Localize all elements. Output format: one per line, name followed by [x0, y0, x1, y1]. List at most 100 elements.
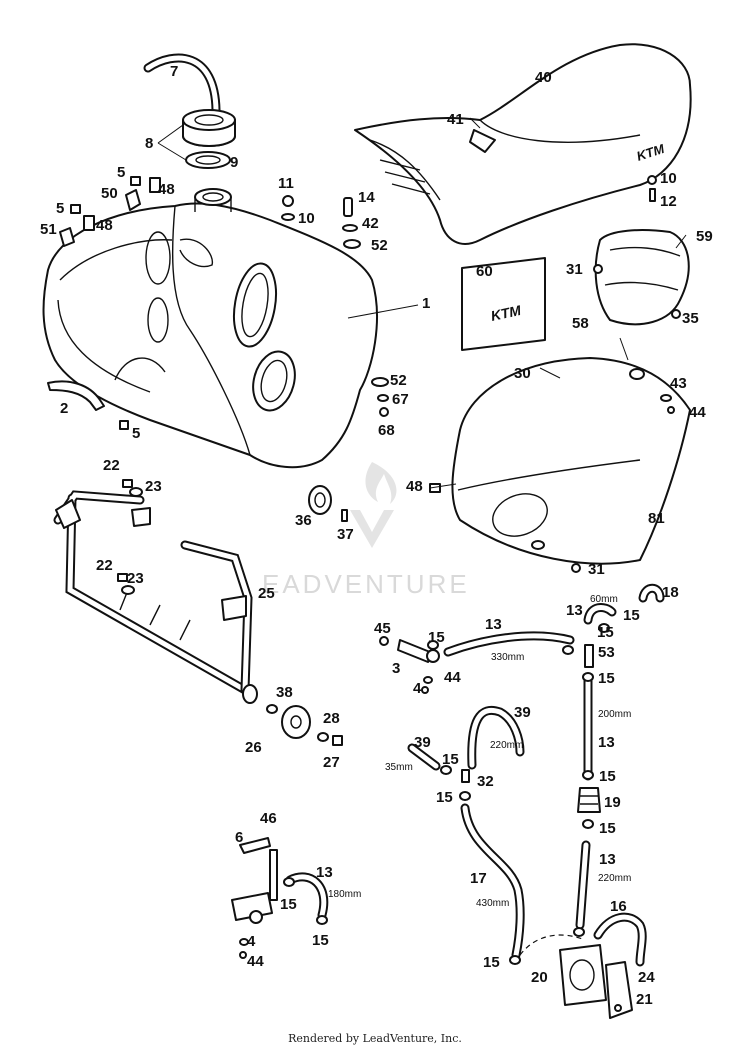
bolt-22 — [122, 479, 133, 488]
callout-13: 13 — [598, 734, 615, 751]
callout-10: 10 — [298, 210, 315, 227]
callout-5: 5 — [117, 164, 125, 181]
callout-23: 23 — [145, 478, 162, 495]
washer-10 — [647, 175, 657, 185]
callout-15: 15 — [442, 751, 459, 768]
washer-23b — [121, 585, 135, 595]
watermark-text: EADVENTURE — [262, 569, 470, 599]
callout-12: 12 — [660, 193, 677, 210]
dim-180mm: 180mm — [328, 889, 361, 900]
callout-11: 11 — [278, 175, 294, 192]
callout-15: 15 — [428, 629, 445, 646]
callout-19: 19 — [604, 794, 621, 811]
callout-6: 6 — [235, 829, 243, 846]
dimension-labels: 60mm 330mm 200mm 220mm 35mm 220mm 180mm … — [328, 594, 631, 909]
leader-lines — [157, 117, 687, 489]
callout-4: 4 — [247, 933, 256, 950]
callout-52: 52 — [390, 372, 407, 389]
hose-clamps — [283, 623, 610, 965]
callout-14: 14 — [358, 189, 375, 206]
callout-5: 5 — [56, 200, 64, 217]
callout-16: 16 — [610, 898, 627, 915]
fuel-tap — [379, 636, 440, 694]
fuel-tank — [42, 188, 378, 469]
nut-44 — [667, 406, 675, 414]
callout-37: 37 — [337, 526, 354, 543]
callout-50: 50 — [101, 185, 118, 202]
bolt-37 — [341, 509, 348, 522]
callout-2: 2 — [60, 400, 68, 417]
t-piece-32 — [461, 769, 470, 783]
callout-36: 36 — [295, 512, 312, 529]
callout-31: 31 — [588, 561, 605, 578]
callout-22: 22 — [103, 457, 120, 474]
callout-32: 32 — [477, 773, 494, 790]
bolt-5 — [119, 420, 129, 430]
decal: KTM — [461, 257, 546, 351]
callouts: 7 40 41 8 9 5 50 48 11 14 10 12 5 51 48 … — [40, 63, 713, 1008]
callout-15: 15 — [599, 820, 616, 837]
callout-15: 15 — [483, 954, 500, 971]
callout-21: 21 — [636, 991, 653, 1008]
washer-67 — [377, 394, 389, 402]
dim-60mm: 60mm — [590, 594, 618, 605]
dim-220mm-upper: 220mm — [490, 740, 523, 751]
callout-51: 51 — [40, 221, 57, 238]
callout-48: 48 — [406, 478, 423, 495]
seat: KTM — [354, 43, 692, 245]
callout-59: 59 — [696, 228, 713, 245]
callout-53: 53 — [598, 644, 615, 661]
callout-41: 41 — [447, 111, 464, 128]
callout-25: 25 — [258, 585, 275, 602]
callout-35: 35 — [682, 310, 699, 327]
bolt-12 — [649, 188, 656, 202]
callout-15: 15 — [599, 768, 616, 785]
callout-30: 30 — [514, 365, 531, 382]
callout-15: 15 — [598, 670, 615, 687]
fuel-pump — [519, 934, 633, 1019]
callout-13: 13 — [566, 602, 583, 619]
callout-9: 9 — [230, 154, 238, 171]
callout-46: 46 — [260, 810, 277, 827]
callout-15: 15 — [597, 624, 614, 641]
callout-13: 13 — [599, 851, 616, 868]
callout-27: 27 — [323, 754, 340, 771]
callout-81: 81 — [648, 510, 665, 527]
callout-58: 58 — [572, 315, 589, 332]
decal-logo: KTM — [489, 302, 522, 324]
callout-52: 52 — [371, 237, 388, 254]
dim-430mm: 430mm — [476, 898, 509, 909]
callout-67: 67 — [392, 391, 409, 408]
callout-39: 39 — [414, 734, 431, 751]
callout-15: 15 — [312, 932, 329, 949]
bolt-22b — [117, 573, 128, 582]
breather-hose-7 — [143, 53, 221, 115]
washer-52 — [371, 377, 389, 387]
callout-3: 3 — [392, 660, 400, 677]
callout-4: 4 — [413, 680, 422, 697]
callout-13: 13 — [485, 616, 502, 633]
callout-18: 18 — [662, 584, 679, 601]
callout-15: 15 — [623, 607, 640, 624]
bolt-31 — [571, 563, 581, 573]
fuel-filter — [577, 787, 601, 813]
callout-44: 44 — [247, 953, 264, 970]
dim-35mm: 35mm — [385, 762, 413, 773]
watermark: EADVENTURE — [262, 462, 470, 599]
callout-7: 7 — [170, 63, 178, 80]
t-connector-53 — [584, 644, 594, 668]
callout-28: 28 — [323, 710, 340, 727]
callout-31: 31 — [566, 261, 583, 278]
callout-26: 26 — [245, 739, 262, 756]
mounting-hardware-top-left — [59, 176, 361, 249]
callout-10: 10 — [660, 170, 677, 187]
dim-200mm: 200mm — [598, 709, 631, 720]
footer-credit: Rendered by LeadVenture, Inc. — [288, 1032, 462, 1045]
air-filter-cover — [593, 229, 690, 326]
callout-40: 40 — [535, 69, 552, 86]
callout-23: 23 — [127, 570, 144, 587]
callout-8: 8 — [145, 135, 153, 152]
callout-44: 44 — [444, 669, 461, 686]
washer-43 — [660, 394, 672, 402]
